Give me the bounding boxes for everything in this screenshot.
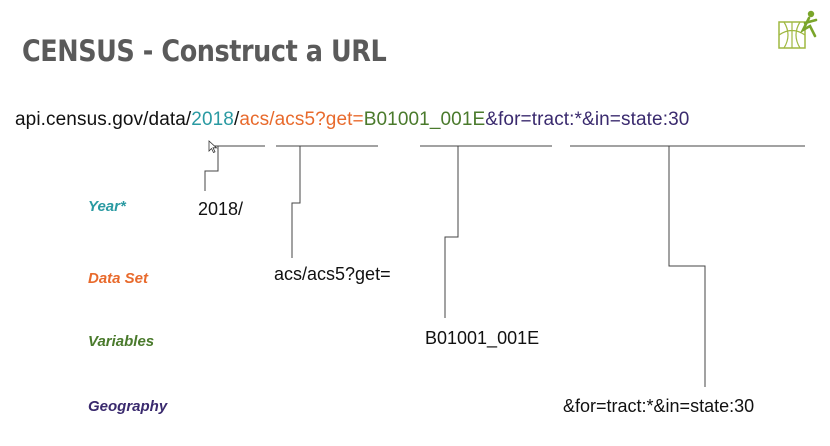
url-base: api.census.gov/data/: [15, 109, 192, 130]
part-year: 2018/: [198, 199, 244, 219]
url-year: 2018: [191, 109, 234, 130]
geography-connector: [570, 145, 805, 387]
url-geography: &for=tract:*&in=state:30: [485, 109, 690, 130]
dataset-connector: [276, 145, 378, 258]
part-geography: &for=tract:*&in=state:30: [563, 396, 755, 416]
census-logo-icon: [778, 10, 818, 49]
url-separator: /: [233, 109, 240, 130]
category-variables-label: Variables: [88, 333, 155, 350]
category-year-label: Year*: [88, 198, 126, 215]
url-variables: B01001_001E: [363, 109, 486, 130]
part-variables: B01001_001E: [425, 328, 540, 348]
year-connector: [204, 145, 265, 191]
part-dataset: acs/acs5?get=: [274, 264, 391, 284]
url-dataset: acs/acs5?get=: [239, 109, 364, 130]
category-geography-label: Geography: [88, 398, 168, 415]
api-url: api.census.gov/data/2018/acs/acs5?get=B0…: [15, 109, 689, 131]
category-dataset-label: Data Set: [88, 270, 149, 287]
variables-connector: [420, 145, 552, 318]
slide-title: CENSUS - Construct a URL: [22, 34, 387, 68]
cursor-icon: [208, 140, 218, 154]
